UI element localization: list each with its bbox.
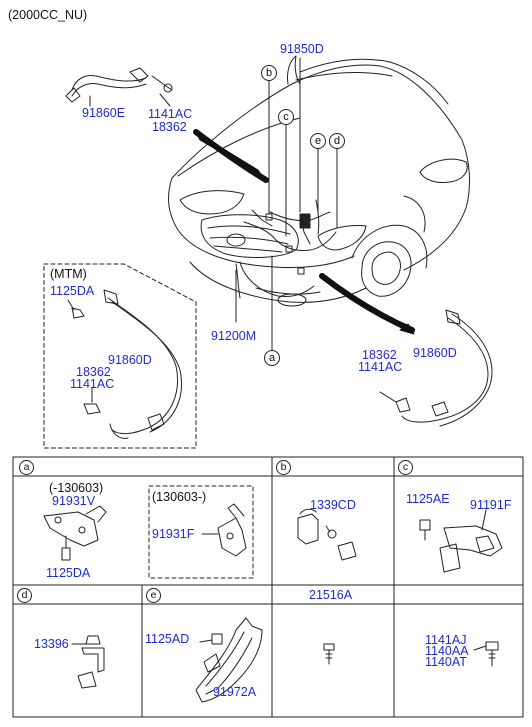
protector-91972A (195, 617, 263, 703)
part-13396[interactable]: 13396 (34, 637, 69, 651)
range-after-130603: (130603-) (152, 490, 207, 504)
part-91850D[interactable]: 91850D (280, 42, 324, 56)
mtm-part-1125DA[interactable]: 1125DA (50, 284, 95, 298)
part-1141AC-top[interactable]: 1141AC (148, 107, 193, 121)
table-header-c: c (398, 460, 413, 475)
part-1125AD[interactable]: 1125AD (145, 632, 190, 646)
mtm-part-1141AC[interactable]: 1141AC (70, 377, 115, 391)
callout-d: d (329, 133, 345, 149)
bracket-91931F (201, 503, 247, 557)
mtm-part-18362[interactable]: 18362 (76, 365, 111, 379)
table-header-d: d (17, 588, 32, 603)
callout-e: e (310, 133, 326, 149)
part-1125AE[interactable]: 1125AE (406, 492, 450, 506)
part-1125DA-a[interactable]: 1125DA (46, 566, 91, 580)
mtm-ground-cable (67, 289, 182, 439)
part-18362-right[interactable]: 18362 (362, 348, 397, 362)
part-91191F[interactable]: 91191F (470, 498, 512, 512)
part-1141AC-right[interactable]: 1141AC (358, 360, 403, 374)
mtm-label: (MTM) (50, 267, 87, 281)
battery-cable-91860E (65, 67, 173, 107)
table-header-e: e (146, 588, 161, 603)
ground-cable-91860D (379, 309, 493, 427)
part-1140AT[interactable]: 1140AT (425, 655, 467, 669)
part-18362-top[interactable]: 18362 (152, 120, 187, 134)
part-91931F[interactable]: 91931F (152, 527, 195, 541)
bracket-13396 (71, 635, 105, 689)
part-1140AA[interactable]: 1140AA (425, 644, 469, 658)
part-91931V[interactable]: 91931V (52, 494, 96, 508)
callout-b: b (261, 65, 277, 81)
parts-table-grid (12, 456, 524, 718)
bracket-91191F (419, 509, 503, 573)
bolt-1141AJ (473, 641, 499, 667)
bolt-21516A (323, 643, 335, 665)
variant-label: (2000CC_NU) (8, 8, 88, 22)
table-header-21516A[interactable]: 21516A (309, 588, 353, 602)
part-91860E[interactable]: 91860E (82, 106, 126, 120)
bracket-91931V (43, 505, 107, 561)
mtm-part-91860D[interactable]: 91860D (108, 353, 152, 367)
range-before-130603: (-130603) (49, 481, 104, 495)
part-1339CD[interactable]: 1339CD (310, 498, 356, 512)
part-91860D-right[interactable]: 91860D (413, 346, 457, 360)
part-91972A[interactable]: 91972A (213, 685, 257, 699)
part-91200M[interactable]: 91200M (211, 329, 257, 343)
car-illustration (168, 55, 470, 307)
callout-c: c (278, 109, 294, 125)
table-header-a: a (19, 460, 34, 475)
part-1141AJ[interactable]: 1141AJ (425, 633, 467, 647)
callout-a: a (264, 350, 280, 366)
clip-1339CD (297, 508, 357, 561)
table-header-b: b (276, 460, 291, 475)
